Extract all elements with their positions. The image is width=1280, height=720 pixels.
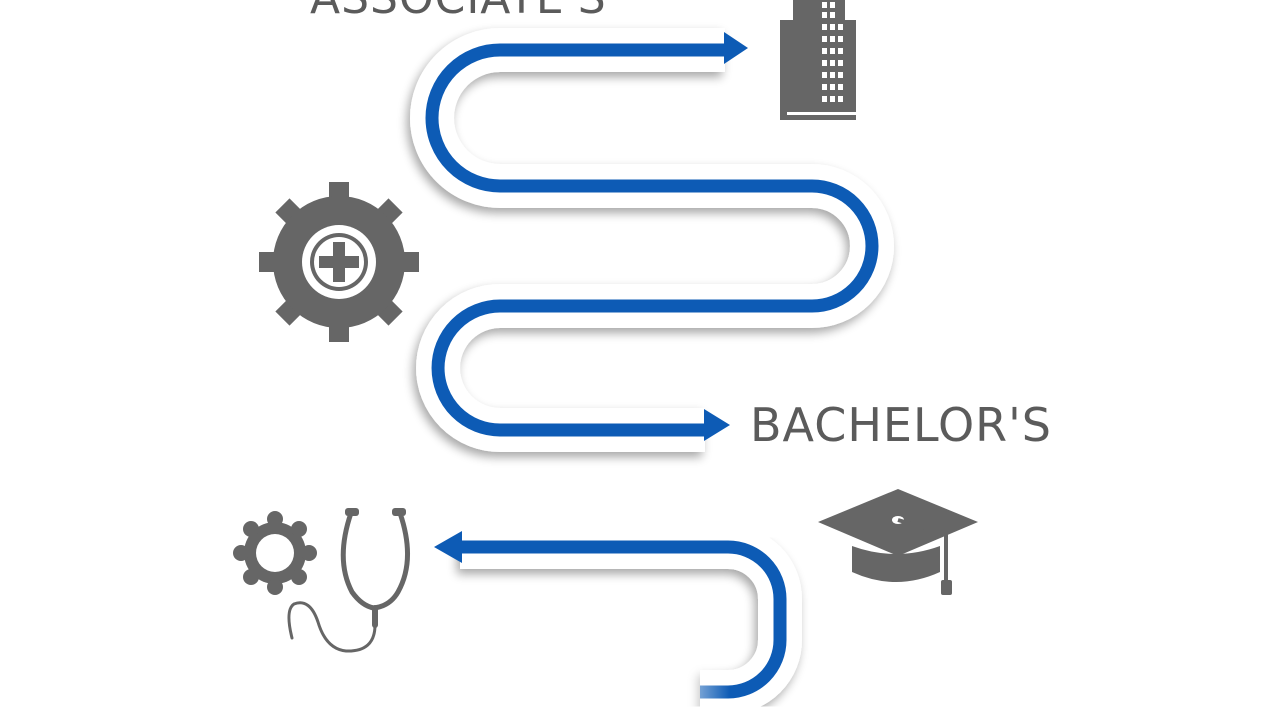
- lower-pathway: [434, 525, 802, 714]
- graduation-cap-icon: [818, 489, 978, 595]
- arrowhead-top: [724, 32, 748, 64]
- arrowhead-bachelors: [704, 409, 730, 441]
- medical-gear-icon: [259, 182, 419, 342]
- small-gear-icon: [233, 511, 317, 595]
- office-building-icon: [780, 0, 857, 120]
- associates-label: ASSOCIATE'S: [310, 0, 607, 24]
- bachelors-label: BACHELOR'S: [750, 398, 1052, 452]
- upper-pathway: [410, 28, 894, 452]
- stethoscope-icon: [287, 508, 410, 653]
- arrowhead-lower: [434, 531, 462, 563]
